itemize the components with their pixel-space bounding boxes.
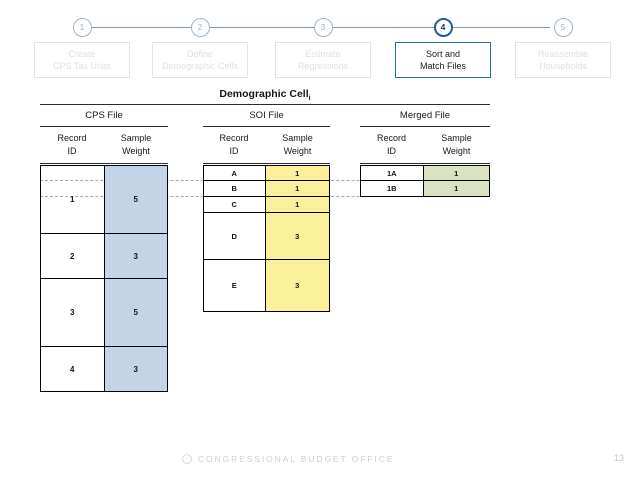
soi-record-id-cell: D xyxy=(203,212,266,260)
step-number-badge: 2 xyxy=(190,18,210,37)
stepper-step-5[interactable]: 5 Reassemble Households xyxy=(515,18,611,78)
table-row[interactable]: E 3 xyxy=(203,259,331,312)
step-number-badge: 5 xyxy=(553,18,573,37)
soi-sample-weight-cell: 3 xyxy=(264,212,331,260)
table-row[interactable]: 1A 1 xyxy=(360,165,491,181)
table-row[interactable]: 1B 1 xyxy=(360,180,491,197)
table-row[interactable]: C 1 xyxy=(203,196,331,213)
table-row[interactable]: 4 3 xyxy=(40,346,168,392)
col-head-line1: Record xyxy=(219,133,249,143)
soi-col-head-record-id: Record ID xyxy=(203,132,265,158)
step-number-badge: 1 xyxy=(72,18,92,37)
title-underline-rule xyxy=(40,104,490,105)
step-label-line1: Create xyxy=(68,48,96,59)
stepper-step-4-active[interactable]: 4 Sort and Match Files xyxy=(395,18,491,78)
table-row[interactable]: A 1 xyxy=(203,165,331,181)
col-head-line2: Weight xyxy=(122,146,150,156)
cps-col-head-record-id: Record ID xyxy=(40,132,104,158)
soi-col-head-sample-weight: Sample Weight xyxy=(265,132,330,158)
step-label-line2: Match Files xyxy=(419,61,466,71)
soi-sample-weight-cell: 1 xyxy=(264,196,331,213)
step-label-line1: Estimate xyxy=(305,48,341,59)
merged-record-id-cell: 1B xyxy=(360,180,424,197)
step-label-line2: Households xyxy=(539,61,587,71)
stepper-step-1[interactable]: 1 Create CPS Tax Units xyxy=(34,18,130,78)
col-head-line2: Weight xyxy=(442,146,471,156)
col-head-line1: Sample xyxy=(282,133,313,143)
merged-file-title: Merged File xyxy=(399,110,451,121)
step-label-line2: Demographic Cells xyxy=(161,61,239,71)
step-label-box: Define Demographic Cells xyxy=(152,42,248,78)
cps-sample-weight-cell: 5 xyxy=(103,165,168,234)
step-label-line2: CPS Tax Units xyxy=(53,61,111,71)
step-number-badge: 4 xyxy=(433,18,453,37)
table-row[interactable]: 3 5 xyxy=(40,278,168,347)
merged-file-table: 1A 1 1B 1 xyxy=(360,165,491,197)
diagram-title-text: Demographic Cell xyxy=(219,88,309,100)
cps-header-rule xyxy=(40,163,168,164)
table-row[interactable]: 2 3 xyxy=(40,233,168,279)
cps-record-id-cell: 3 xyxy=(40,278,105,347)
cbo-seal-icon xyxy=(182,454,192,464)
cps-file-title: CPS File xyxy=(85,110,123,121)
cps-sample-weight-cell: 3 xyxy=(103,346,168,392)
merged-sample-weight-cell: 1 xyxy=(422,165,491,181)
table-row[interactable]: B 1 xyxy=(203,180,331,197)
organization-name: CONGRESSIONAL BUDGET OFFICE xyxy=(198,454,395,464)
col-head-line1: Sample xyxy=(441,133,472,143)
cps-record-id-cell: 1 xyxy=(40,165,105,234)
step-label-line1: Define xyxy=(186,48,213,59)
step-label-box: Create CPS Tax Units xyxy=(34,42,130,78)
col-head-line2: Weight xyxy=(283,146,312,156)
soi-record-id-cell: C xyxy=(203,196,266,213)
col-head-line2: ID xyxy=(229,146,239,156)
soi-sample-weight-cell: 1 xyxy=(264,180,331,197)
step-label-line1: Reassemble xyxy=(537,48,589,59)
step-label-box: Sort and Match Files xyxy=(395,42,491,78)
merged-record-id-cell: 1A xyxy=(360,165,424,181)
soi-record-id-cell: A xyxy=(203,165,266,181)
cps-sample-weight-cell: 5 xyxy=(103,278,168,347)
page-number: 13 xyxy=(613,453,624,463)
soi-record-id-cell: E xyxy=(203,259,266,312)
slide-footer: CONGRESSIONAL BUDGET OFFICE 13 xyxy=(0,451,638,471)
col-head-line1: Sample xyxy=(120,133,152,143)
step-label-box: Reassemble Households xyxy=(515,42,611,78)
diagram-title-subscript: i xyxy=(308,95,311,103)
cps-col-head-sample-weight: Sample Weight xyxy=(104,132,168,158)
table-row[interactable]: D 3 xyxy=(203,212,331,260)
soi-header-rule xyxy=(203,163,330,164)
merged-title-rule xyxy=(360,126,490,127)
cps-record-id-cell: 2 xyxy=(40,233,105,279)
soi-file-table: A 1 B 1 C 1 D 3 E 3 xyxy=(203,165,331,312)
step-label-box: Estimate Regressions xyxy=(275,42,371,78)
merged-sample-weight-cell: 1 xyxy=(422,180,491,197)
cps-record-id-cell: 4 xyxy=(40,346,105,392)
merged-col-head-record-id: Record ID xyxy=(360,132,423,158)
cps-file-table: 1 5 2 3 3 5 4 3 xyxy=(40,165,168,392)
col-head-line1: Record xyxy=(376,133,406,143)
soi-sample-weight-cell: 1 xyxy=(264,165,331,181)
soi-title-rule xyxy=(203,126,330,127)
stepper-step-3[interactable]: 3 Estimate Regressions xyxy=(275,18,371,78)
step-number-badge: 3 xyxy=(313,18,333,37)
soi-sample-weight-cell: 3 xyxy=(264,259,331,312)
step-label-line2: Regressions xyxy=(297,61,349,71)
process-stepper: 1 Create CPS Tax Units 2 Define Demograp… xyxy=(0,0,638,80)
soi-record-id-cell: B xyxy=(203,180,266,197)
cps-sample-weight-cell: 3 xyxy=(103,233,168,279)
col-head-line2: ID xyxy=(387,146,396,156)
stepper-step-2[interactable]: 2 Define Demographic Cells xyxy=(152,18,248,78)
col-head-line1: Record xyxy=(57,133,87,143)
diagram-title: Demographic Celli xyxy=(40,88,490,102)
cps-title-rule xyxy=(40,126,168,127)
table-row[interactable]: 1 5 xyxy=(40,165,168,234)
merged-col-head-sample-weight: Sample Weight xyxy=(423,132,490,158)
soi-file-title: SOI File xyxy=(249,110,284,121)
merged-header-rule xyxy=(360,163,490,164)
col-head-line2: ID xyxy=(67,146,77,156)
step-label-line1: Sort and xyxy=(425,48,461,59)
